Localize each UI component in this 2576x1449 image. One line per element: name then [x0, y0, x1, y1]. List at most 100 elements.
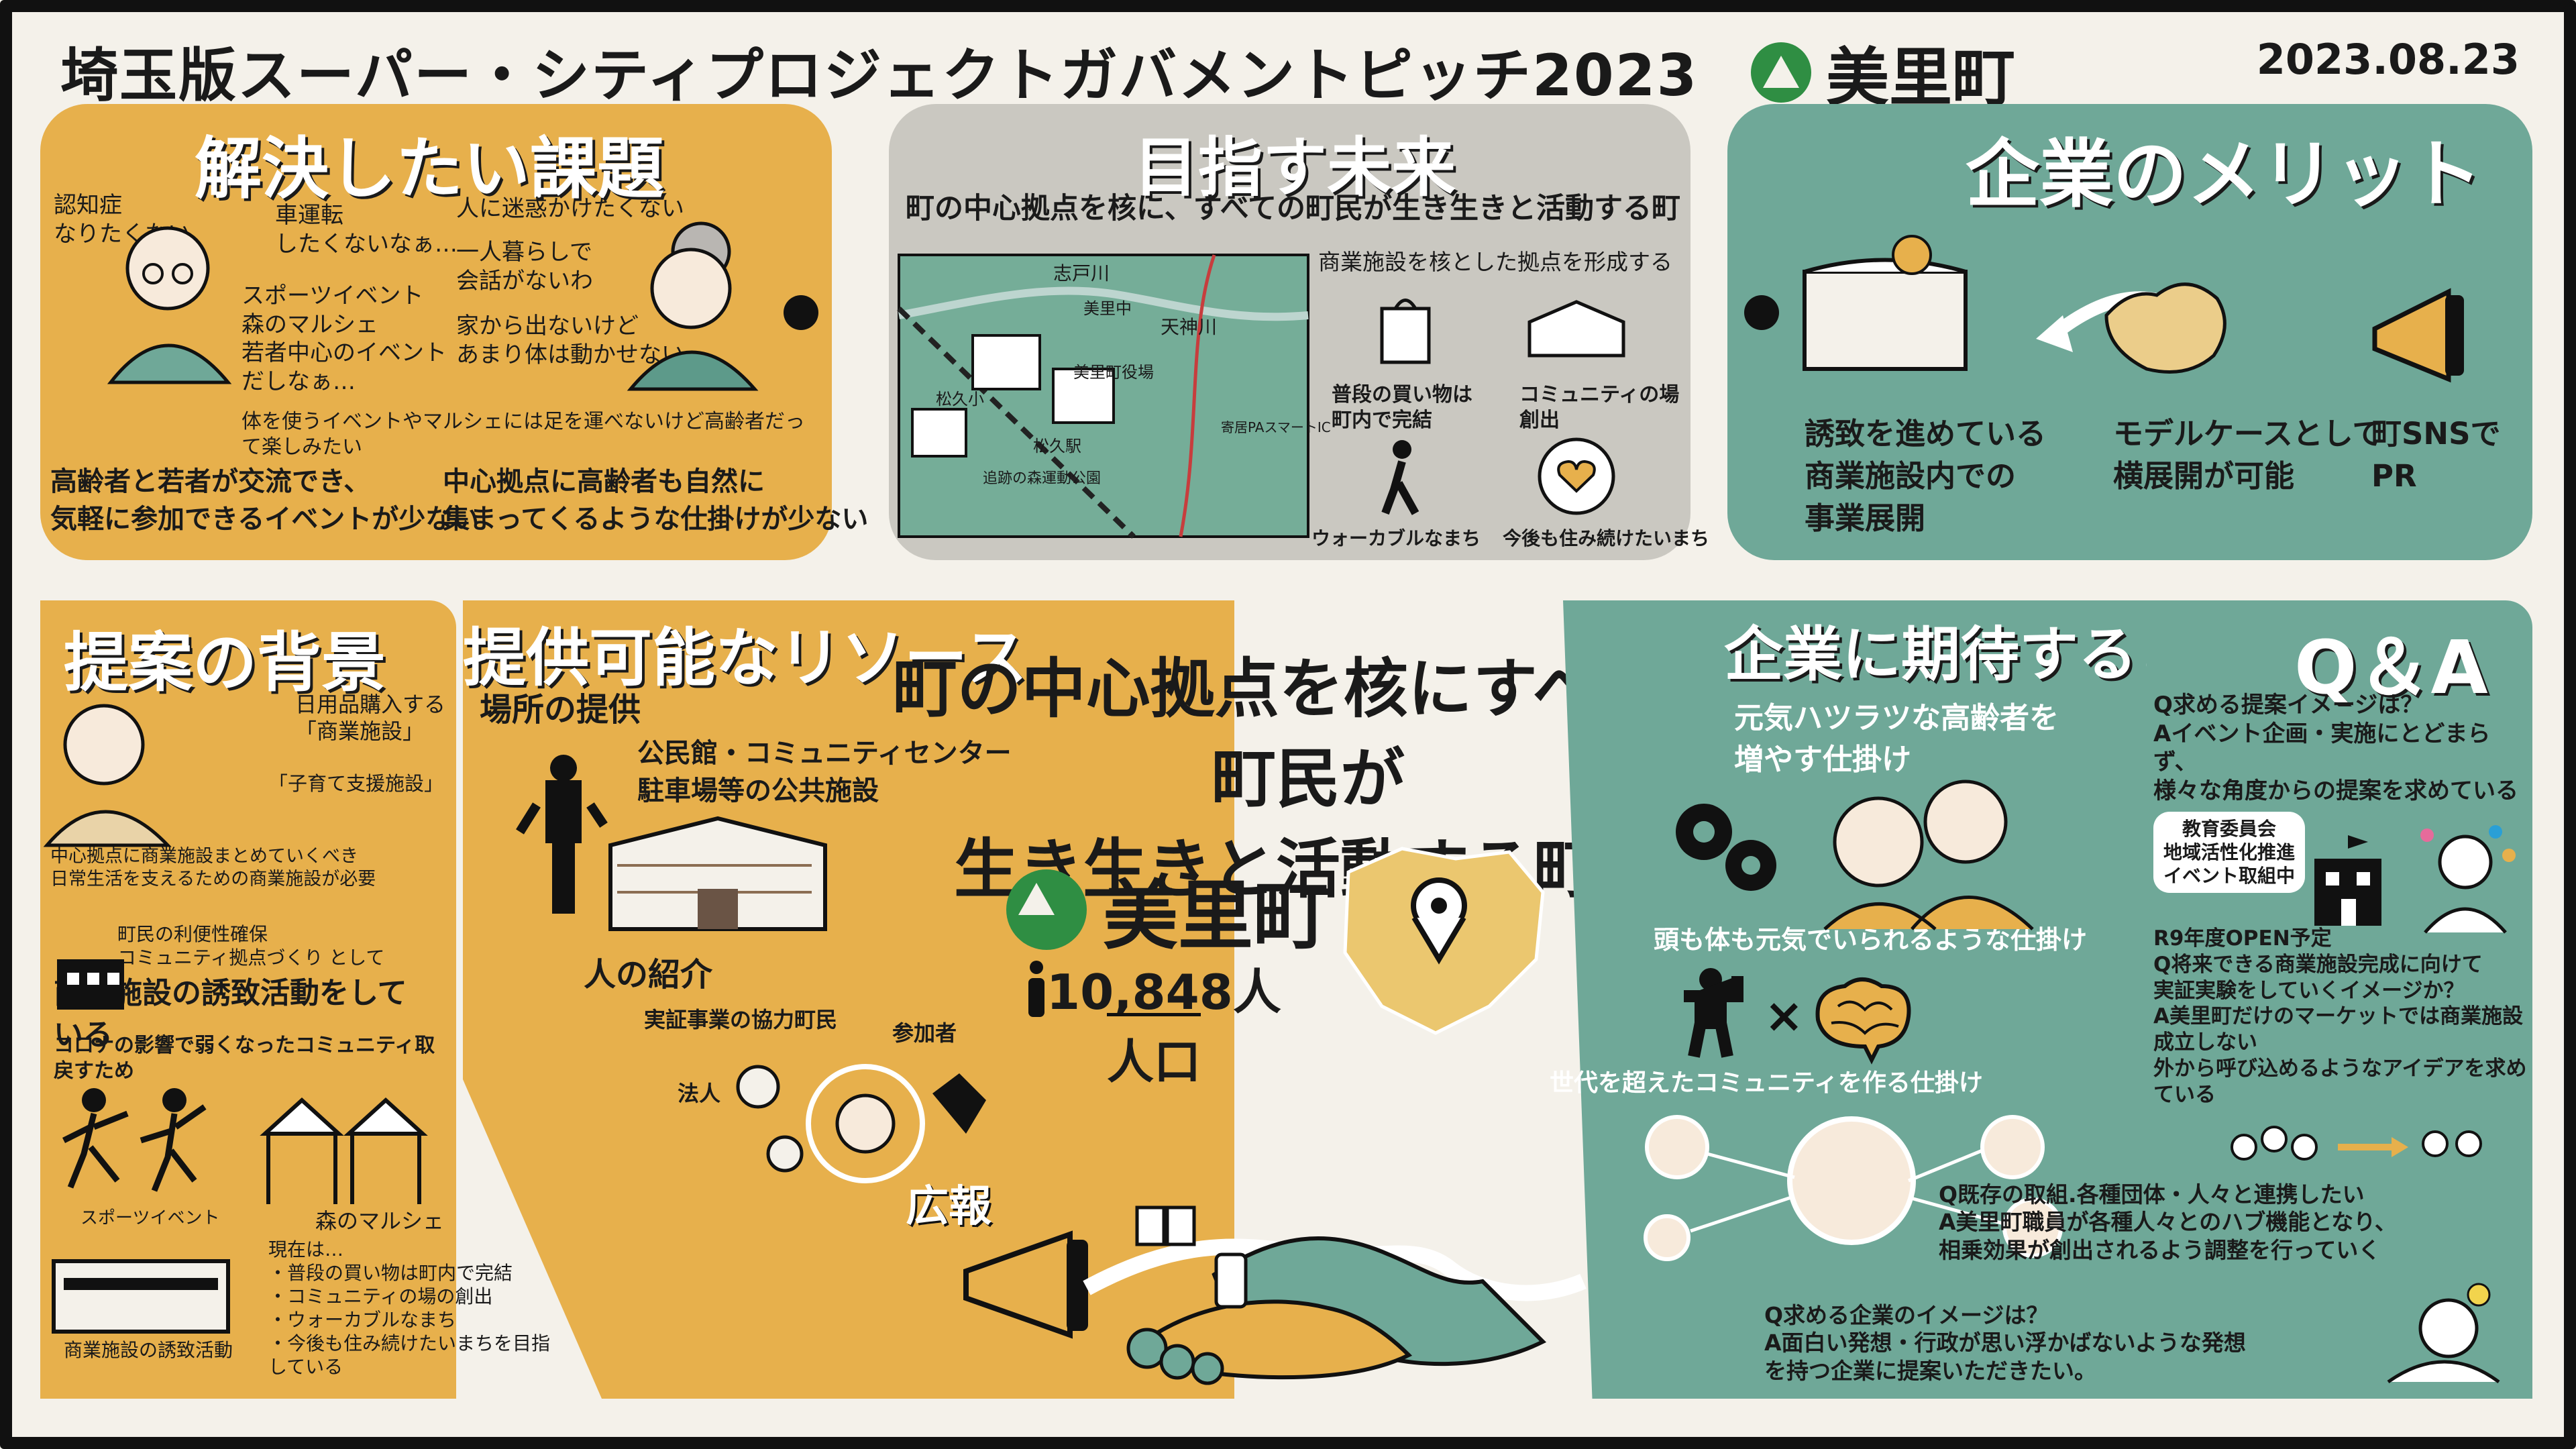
public-facility-illustration: [608, 816, 827, 931]
graphic-recorder-credit: Graphic recorder： Aya Ogawa (@aya_reco): [2059, 1409, 2550, 1432]
resource-people-title: 人の紹介: [584, 956, 713, 994]
town-map: [897, 254, 1309, 539]
issue-note-6: 家から出ないけど あまり体は動かせない: [456, 313, 684, 368]
issues-connector-dot: [784, 295, 818, 330]
crowd-to-people-illustration: [2231, 1126, 2482, 1161]
expect-item-3: 世代を超えたコミュニティを作る仕掛け: [1550, 1069, 1983, 1097]
community-building-icon: [1527, 300, 1625, 358]
background-note-6: コロナの影響で弱くなったコミュニティ取戻すため: [54, 1034, 435, 1083]
issue-note-4: 人に迷惑かけたくない: [456, 195, 684, 222]
population-value: 10,848人: [1046, 964, 1281, 1020]
qa-item-4: Q既存の取組.各種団体・人々と連携したい A美里町職員が各種人々とのハブ機能とな…: [1939, 1181, 2397, 1263]
resources-title: 提供可能なリソース: [463, 622, 1028, 695]
town-name: 美里町: [1826, 42, 2016, 115]
megaphone-icon: [2372, 288, 2464, 383]
issue-note-5: 一人暮らしで 会話がないわ: [456, 239, 593, 294]
walking-person-icon: [1381, 440, 1419, 515]
background-note-1: 日用品購入する 「商業施設」: [295, 692, 446, 744]
future-title: 目指す未来: [1134, 130, 1456, 205]
qa-item-2: 教育委員会 地域活性化推進 イベント取組中: [2153, 812, 2305, 893]
town-header: 美里町: [1751, 27, 2015, 118]
issue-note-2: 車運転 したくないなぁ…: [275, 202, 458, 258]
resource-people-sub: 実証事業の協力町民: [644, 1007, 838, 1032]
qa-item-3: R9年度OPEN予定 Q将来できる商業施設完成に向けて 実証実験をしていくイメー…: [2153, 926, 2527, 1107]
resource-place: 公民館・コミュニティセンター 駐車場等の公共施設: [637, 738, 1012, 806]
map-label-6: 松久駅: [1033, 437, 1081, 455]
fitness-person-icon: [1684, 968, 1743, 1058]
issues-panel: [40, 104, 832, 560]
issue-summary-right: 中心拠点に高齢者も自然に 集まってくるような仕掛けが少ない: [443, 466, 869, 535]
merit-title: 企業のメリット: [1966, 131, 2482, 217]
merit-item-3: 町SNSで PR: [2371, 416, 2501, 494]
presenter-silhouette: [516, 755, 608, 914]
future-item-1: 普段の買い物は 町内で完結: [1332, 383, 1472, 432]
generation-network-illustration: [1644, 1115, 2063, 1261]
map-icon: [2104, 282, 2226, 374]
issue-summary-left: 高齢者と若者が交流でき、 気軽に参加できるイベントが少ない: [50, 466, 480, 535]
resource-pr: 広報: [906, 1182, 991, 1232]
background-title: 提案の背景: [64, 625, 386, 700]
background-note-3: 中心拠点に商業施設まとめていくべき 日常生活を支えるための商業施設が必要: [50, 846, 376, 890]
person-icon: [1028, 961, 1044, 1017]
map-label-7: 追跡の森運動公園: [983, 470, 1102, 487]
background-note-7: スポーツイベント: [80, 1208, 220, 1228]
resource-place-title: 場所の提供: [480, 691, 641, 729]
event-date: 2023.08.23: [2256, 35, 2520, 84]
issue-note-7: 体を使うイベントやマルシェには足を運べないけど高齢者だって楽しみたい: [241, 410, 805, 459]
future-item-3: ウォーカブルなまち: [1311, 527, 1481, 549]
issues-title: 解決したい課題: [195, 129, 664, 208]
market-tents-illustration: [260, 1097, 428, 1204]
commercial-building-icon: [1803, 235, 1968, 371]
background-note-8: 森のマルシェ: [315, 1208, 445, 1234]
map-label-4: 美里町役場: [1073, 363, 1154, 382]
shopping-bag-icon: [1380, 299, 1431, 364]
shopping-mall-illustration: [52, 1259, 230, 1334]
issue-note-3: スポーツイベント 森のマルシェ 若者中心のイベント だしなぁ…: [241, 282, 447, 395]
education-board-building-icon: [2314, 835, 2381, 926]
center-town-logo-icon: [1006, 869, 1087, 950]
qa-thinking-person-illustration: [2420, 825, 2516, 934]
town-logo-icon: [1751, 42, 1811, 103]
merit-item-1: 誘致を進めている 商業施設内での 事業展開: [1805, 416, 2047, 536]
future-subtitle: 町の中心拠点を核に、すべての町民が生き生きと活動する町: [906, 192, 1680, 225]
map-label-1: 志戸川: [1053, 262, 1110, 284]
background-note-10: 現在は… ・普段の買い物は町内で完結 ・コミュニティの場の創出 ・ウォーカブルな…: [268, 1238, 551, 1378]
shopper-woman-illustration: [43, 704, 172, 847]
role-participant: 参加者: [892, 1020, 957, 1046]
pr-megaphone-icon: [963, 1230, 1088, 1339]
resources-panel: [463, 600, 1234, 1399]
idea-person-illustration: [2387, 1283, 2500, 1384]
map-label-5: 松久小: [936, 390, 984, 409]
merit-item-2: モデルケースとして 横展開が可能: [2113, 416, 2383, 494]
map-label-3: 天神川: [1161, 316, 1218, 338]
brain-icon: [1815, 977, 1911, 1065]
handshake-illustration: [1083, 1236, 1587, 1385]
center-town: 美里町: [1006, 855, 1328, 964]
elder-man-illustration: [107, 226, 232, 384]
map-label-8: 寄居PAスマートIC: [1221, 419, 1331, 435]
school-icon: [57, 959, 124, 1010]
elder-woman-illustration: [627, 221, 759, 391]
people-network-illustration: [736, 1064, 986, 1183]
background-note-2: 「子育て支援施設」: [268, 772, 444, 795]
heart-hand-icon: [1538, 437, 1615, 515]
future-facility: 商業施設を核とした拠点を形成する: [1318, 249, 1672, 275]
future-item-2: コミュニティの場 創出: [1519, 383, 1680, 432]
expect-item-1: 元気ハツラツな高齢者を 増やす仕掛け: [1734, 701, 2059, 777]
qa-panel: [2147, 600, 2532, 1399]
qa-title: Q＆A: [2294, 625, 2488, 710]
future-item-4: 今後も住み続けたいまち: [1503, 527, 1710, 549]
qa-item-5: Q求める企業のイメージは？ A面白い発想・行政が思い浮かばないような発想 を持つ…: [1764, 1302, 2246, 1384]
population-label: 人口: [1107, 1013, 1201, 1092]
qa-item-1: Q求める提案イメージは？ Aイベント企画・実施にとどまらず、 様々な角度からの提…: [2153, 692, 2518, 804]
map-label-2: 美里中: [1083, 299, 1132, 318]
center-town-name: 美里町: [1103, 873, 1328, 960]
times-icon: ×: [1764, 988, 1804, 1043]
town-region-map: [1343, 847, 1545, 1035]
page-title: 埼玉版スーパー・シティプロジェクトガバメントピッチ2023: [60, 42, 1699, 109]
expect-item-2: 頭も体も元気でいられるような仕掛け: [1654, 925, 2088, 955]
book-icon: [1135, 1205, 1196, 1246]
gears-icon: [1676, 804, 1776, 891]
merit-connector-dot: [1744, 295, 1779, 330]
background-note-4: 町民の利便性確保 コミュニティ拠点づくり として: [117, 923, 385, 969]
